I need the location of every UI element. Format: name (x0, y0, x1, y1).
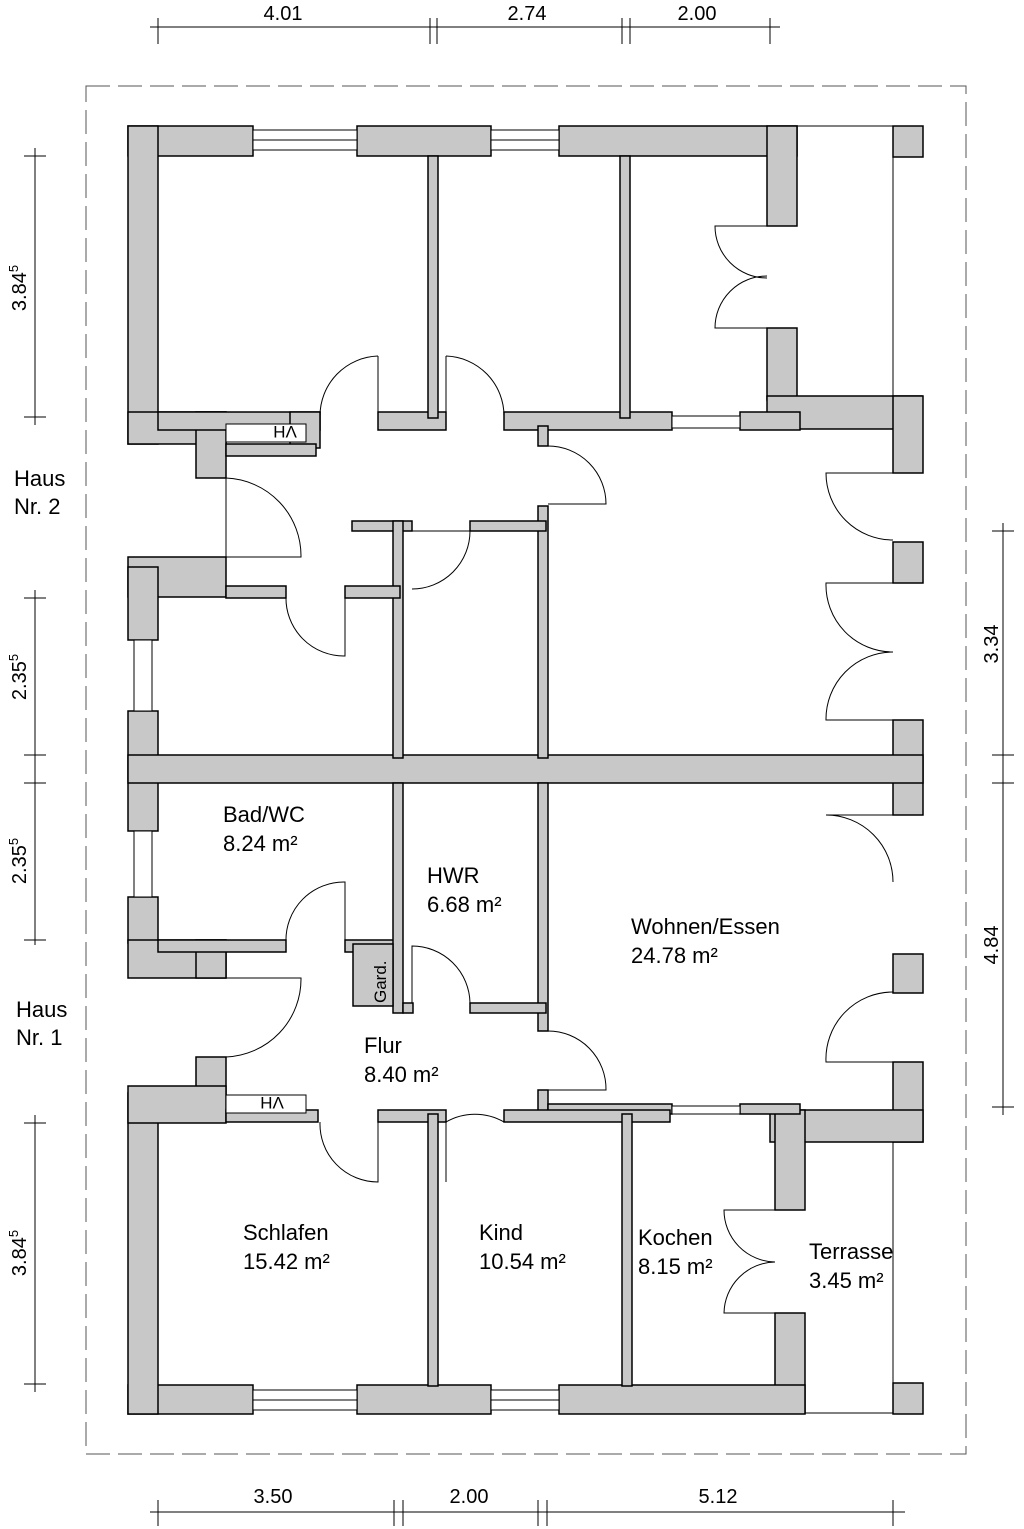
house-2-label-line1: Haus (14, 466, 65, 491)
svg-text:3.845: 3.845 (6, 265, 31, 311)
vh-box-top (225, 423, 307, 443)
house-1-label-line1: Haus (16, 997, 67, 1022)
room-name-hwr: HWR (427, 863, 480, 888)
room-name-terrasse: Terrasse (809, 1239, 893, 1264)
doors (225, 125, 894, 1414)
room-name-wohnen: Wohnen/Essen (631, 914, 780, 939)
room-area-kochen: 8.15 m² (638, 1254, 713, 1279)
room-area-flur: 8.40 m² (364, 1062, 439, 1087)
vh-box-bottom (225, 1094, 307, 1114)
dim-left-4: 3.845 (6, 1230, 31, 1276)
dim-bottom-1: 3.50 (254, 1486, 293, 1508)
property-outline (85, 85, 967, 1455)
room-area-hwr: 6.68 m² (427, 892, 502, 917)
dim-top-2: 2.74 (508, 3, 547, 25)
windows (133, 129, 741, 1411)
dim-bottom-2: 2.00 (450, 1486, 489, 1508)
room-area-bad-wc: 8.24 m² (223, 831, 298, 856)
dim-right-1: 3.34 (981, 625, 1003, 664)
dim-top-3: 2.00 (678, 3, 717, 25)
vh-label-bottom: VH (260, 1093, 284, 1112)
vh-label-top: VH (273, 422, 297, 441)
gard-label: Gard. (371, 960, 390, 1003)
room-area-terrasse: 3.45 m² (809, 1268, 884, 1293)
dim-top-1: 4.01 (264, 3, 303, 25)
dimension-lines (24, 18, 1014, 1526)
dim-left-3: 2.355 (6, 838, 31, 884)
svg-text:2.355: 2.355 (6, 654, 31, 700)
svg-text:2.355: 2.355 (6, 838, 31, 884)
dim-right-2: 4.84 (981, 926, 1003, 965)
room-name-kind: Kind (479, 1220, 523, 1245)
dim-left-1: 3.845 (6, 265, 31, 311)
room-name-schlafen: Schlafen (243, 1220, 329, 1245)
dim-bottom-3: 5.12 (699, 1486, 738, 1508)
room-name-bad-wc: Bad/WC (223, 802, 305, 827)
room-name-flur: Flur (364, 1033, 402, 1058)
room-area-wohnen: 24.78 m² (631, 943, 718, 968)
room-area-schlafen: 15.42 m² (243, 1249, 330, 1274)
dim-left-2: 2.355 (6, 654, 31, 700)
svg-text:3.845: 3.845 (6, 1230, 31, 1276)
walls (127, 125, 924, 1415)
house-1-label-line2: Nr. 1 (16, 1025, 62, 1050)
room-labels: Bad/WC 8.24 m² HWR 6.68 m² Wohnen/Essen … (223, 802, 893, 1293)
house-2-label-line2: Nr. 2 (14, 494, 60, 519)
room-area-kind: 10.54 m² (479, 1249, 566, 1274)
room-name-kochen: Kochen (638, 1225, 713, 1250)
